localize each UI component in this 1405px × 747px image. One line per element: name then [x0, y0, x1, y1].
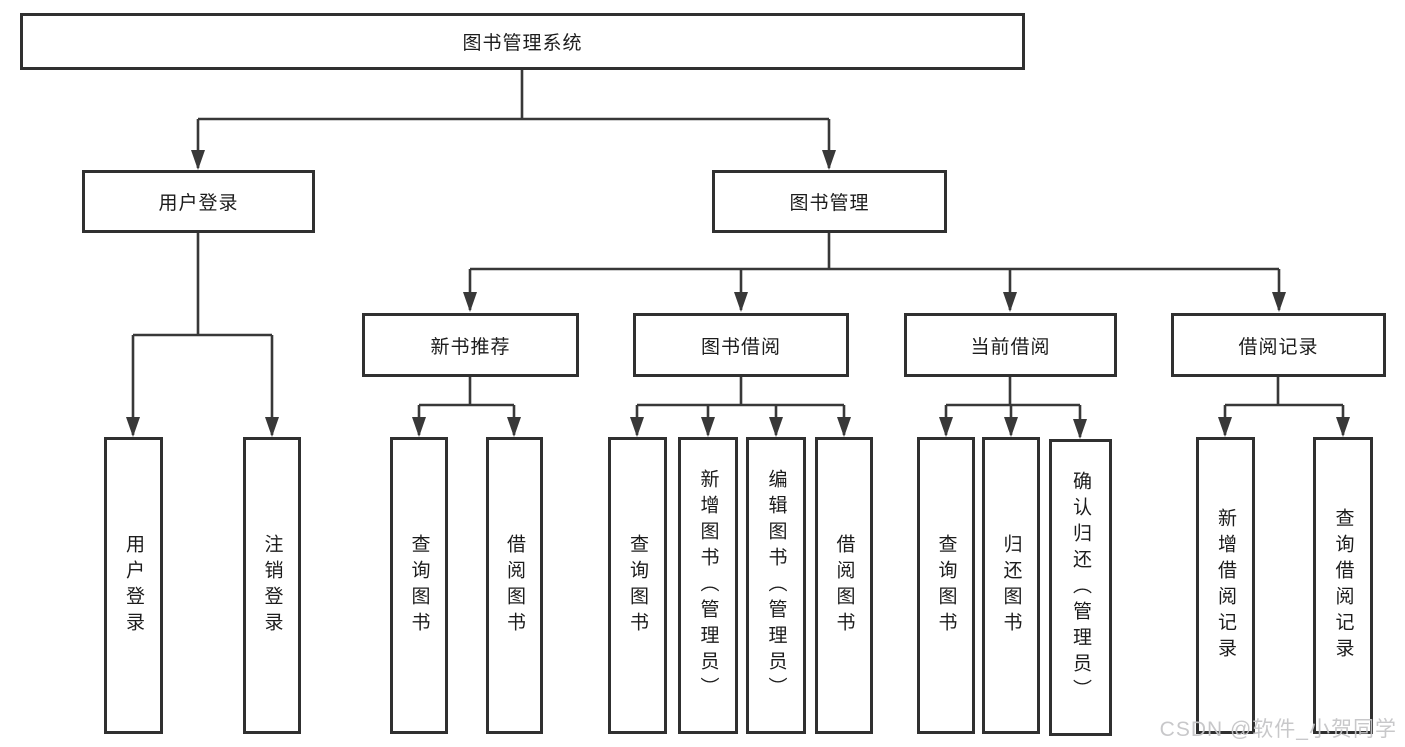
leaf-add-books-admin: 新增图书（管理员）	[678, 437, 738, 734]
leaf-label: 用户登录	[123, 533, 144, 638]
leaf-borrow-books: 借阅图书	[815, 437, 873, 734]
leaf-return-books: 归还图书	[982, 437, 1040, 734]
node-user-login: 用户登录	[82, 170, 315, 233]
node-borrow-record: 借阅记录	[1171, 313, 1386, 377]
node-root-library-management-system: 图书管理系统	[20, 13, 1025, 70]
node-current-borrow: 当前借阅	[904, 313, 1117, 377]
leaf-query-borrow-record: 查询借阅记录	[1313, 437, 1373, 734]
leaf-add-borrow-record: 新增借阅记录	[1196, 437, 1255, 734]
leaf-label: 新增借阅记录	[1215, 507, 1236, 664]
leaf-label: 借阅图书	[504, 533, 525, 638]
node-book-management: 图书管理	[712, 170, 947, 233]
leaf-label: 新增图书（管理员）	[697, 468, 719, 703]
leaf-user-login: 用户登录	[104, 437, 163, 734]
leaf-label: 查询图书	[408, 533, 430, 638]
leaf-label: 查询借阅记录	[1332, 507, 1354, 664]
leaf-query-books-borrow: 查询图书	[608, 437, 667, 734]
leaf-query-books-current: 查询图书	[917, 437, 975, 734]
leaf-label: 确认归还（管理员）	[1070, 470, 1091, 705]
leaf-label: 归还图书	[1000, 533, 1022, 638]
leaf-label: 注销登录	[261, 533, 283, 638]
leaf-label: 编辑图书（管理员）	[765, 468, 787, 703]
leaf-confirm-return-admin: 确认归还（管理员）	[1049, 439, 1112, 736]
leaf-borrow-books-recommend: 借阅图书	[486, 437, 543, 734]
leaf-edit-books-admin: 编辑图书（管理员）	[746, 437, 806, 734]
leaf-label: 查询图书	[627, 533, 648, 638]
csdn-watermark: CSDN @软件_小贺同学	[1159, 718, 1397, 741]
leaf-logout: 注销登录	[243, 437, 301, 734]
node-new-book-recommend: 新书推荐	[362, 313, 579, 377]
leaf-query-books-recommend: 查询图书	[390, 437, 448, 734]
node-book-borrow: 图书借阅	[633, 313, 849, 377]
leaf-label: 借阅图书	[833, 533, 855, 638]
leaf-label: 查询图书	[935, 533, 957, 638]
